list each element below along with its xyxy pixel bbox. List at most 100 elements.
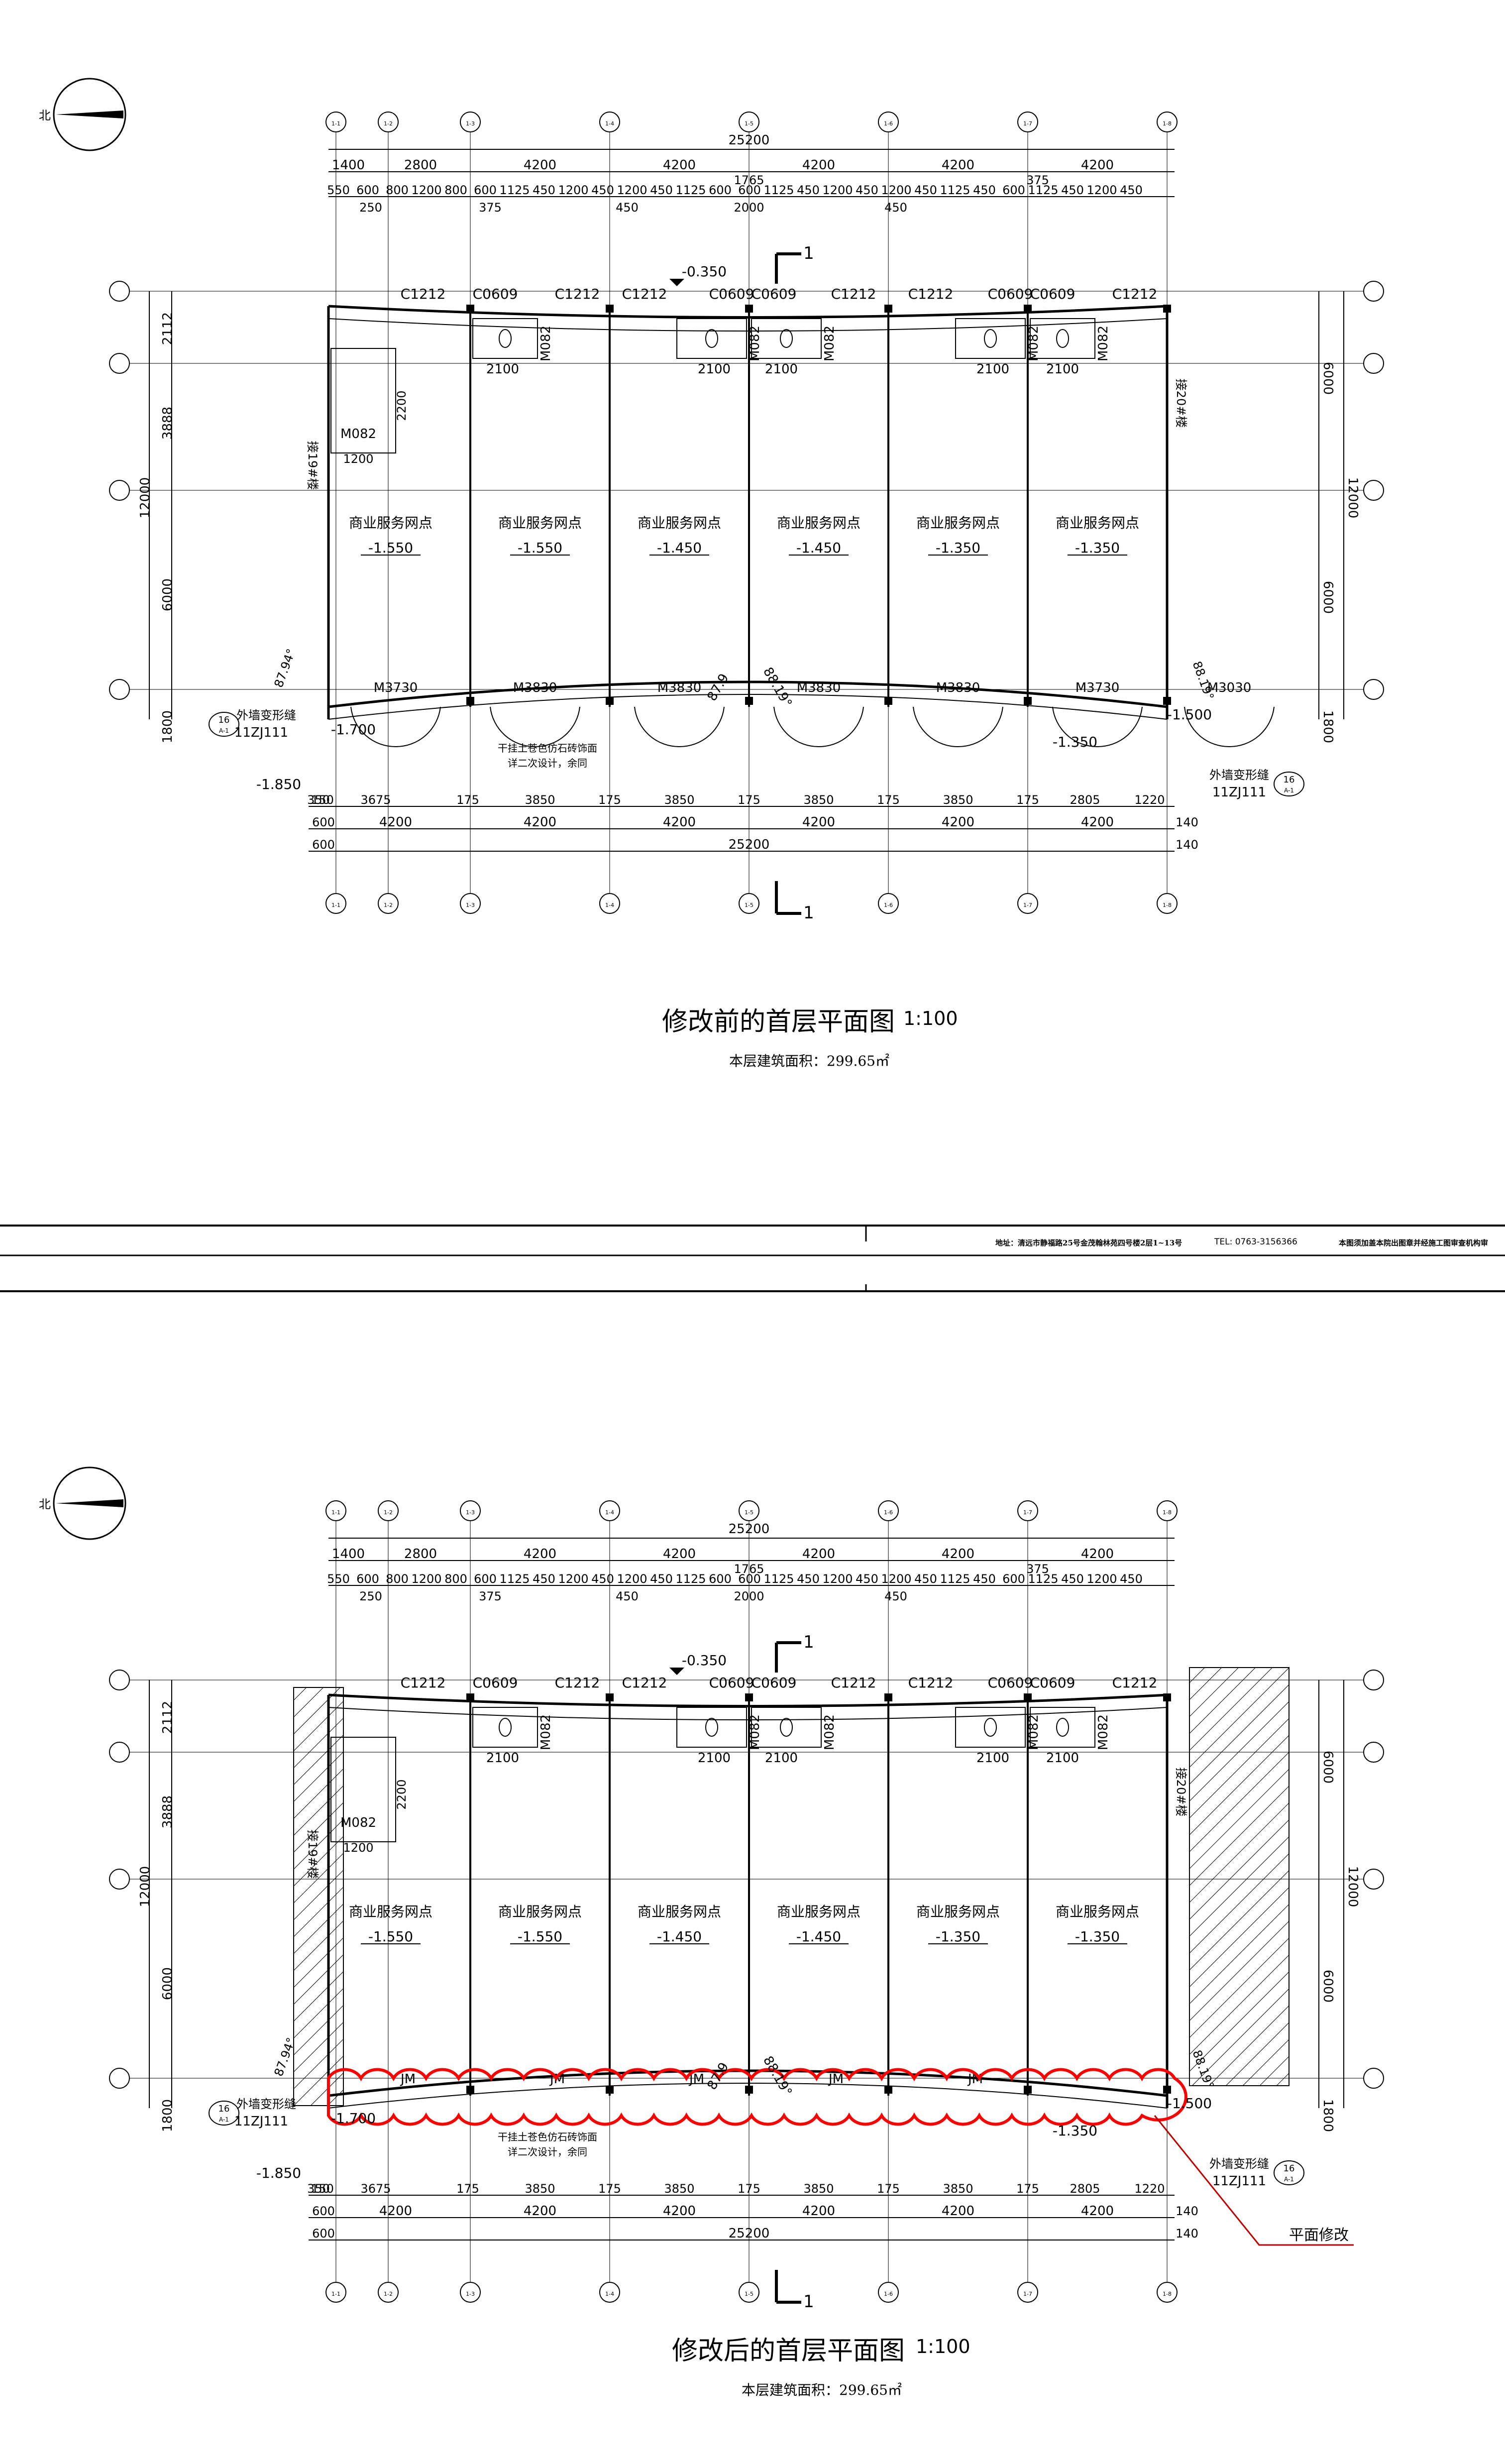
toilet-fixture bbox=[705, 329, 718, 348]
dim-row2: 1200 bbox=[1086, 183, 1117, 197]
dim-row2: 1200 bbox=[822, 1572, 853, 1586]
room-elev: -1.450 bbox=[657, 1928, 702, 1945]
inner-dim: 2100 bbox=[765, 1751, 798, 1766]
bottom-dim-row2: 4200 bbox=[942, 815, 974, 830]
dim-row2: 1125 bbox=[499, 183, 530, 197]
toilet-room bbox=[676, 1707, 747, 1748]
inner-dim: 2100 bbox=[976, 362, 1009, 377]
window-label: C1212 bbox=[401, 286, 446, 302]
dim-row2: 600 bbox=[356, 183, 379, 197]
window-label: C1212 bbox=[622, 1675, 667, 1691]
inner-dim: 1200 bbox=[343, 1841, 373, 1855]
door-small-label: M082 bbox=[1026, 1714, 1041, 1750]
dim-row2: 1200 bbox=[558, 1572, 588, 1586]
column bbox=[745, 2086, 753, 2094]
door-swing bbox=[1184, 706, 1275, 748]
axis-label: 1-5 bbox=[745, 120, 753, 127]
window-label: C1212 bbox=[1112, 286, 1158, 302]
axis-bubble-side bbox=[109, 353, 130, 374]
toilet-fixture bbox=[780, 329, 793, 348]
axis-bubble-side bbox=[109, 281, 130, 302]
detail-sheet: A-1 bbox=[1284, 787, 1294, 794]
bottom-dim-row2: 4200 bbox=[1081, 2204, 1114, 2219]
axis-label: 1-6 bbox=[884, 120, 893, 127]
room-name: 商业服务网点 bbox=[498, 1904, 582, 1920]
window-label: C0609 bbox=[1030, 1675, 1075, 1691]
window-label: C0609 bbox=[1030, 286, 1075, 302]
dim-row2: 450 bbox=[1061, 183, 1084, 197]
bottom-dim-row1: 3850 bbox=[664, 2182, 694, 2196]
left-dim: 3888 bbox=[160, 407, 175, 440]
detail-num: 16 bbox=[218, 2104, 230, 2114]
bottom-dim-row1: 150 bbox=[311, 793, 334, 807]
dim-row1: 4200 bbox=[524, 1547, 556, 1562]
dim-row2: 450 bbox=[1120, 1572, 1143, 1586]
axis-bubble-side bbox=[109, 679, 130, 700]
room-name: 商业服务网点 bbox=[777, 515, 860, 531]
dim-misc: 375 bbox=[479, 201, 502, 215]
room-name: 商业服务网点 bbox=[498, 515, 582, 531]
axis-label: 1-3 bbox=[466, 120, 475, 127]
elev-bottom: -1.850 bbox=[256, 776, 301, 792]
door-swing bbox=[1052, 706, 1143, 748]
window-label: C1212 bbox=[908, 286, 954, 302]
elev-bottom: -1.350 bbox=[1053, 734, 1097, 750]
room-elev: -1.350 bbox=[936, 540, 980, 556]
inner-dim: 1200 bbox=[343, 452, 373, 466]
column bbox=[1024, 305, 1032, 313]
column bbox=[884, 1693, 892, 1701]
door-small-label: M082 bbox=[1096, 326, 1111, 361]
front-door-label: M3730 bbox=[374, 680, 418, 695]
door-small-label: M082 bbox=[748, 1714, 762, 1750]
dim-row2: 450 bbox=[533, 183, 555, 197]
angle-label: 88.19° bbox=[760, 2054, 795, 2099]
dim-row2: 450 bbox=[1061, 1572, 1084, 1586]
room-elev: -1.550 bbox=[368, 540, 413, 556]
door-small-label: M082 bbox=[538, 1714, 553, 1750]
inner-dim: 2100 bbox=[698, 1751, 731, 1766]
axis-bubble-side bbox=[1363, 1670, 1384, 1690]
bottom-dim-row2: 4200 bbox=[524, 815, 556, 830]
dim-row2: 1200 bbox=[881, 183, 911, 197]
elev-bottom: -1.700 bbox=[331, 2110, 376, 2127]
room-elev: -1.550 bbox=[518, 540, 562, 556]
stone-note: 详二次设计，余同 bbox=[508, 2146, 587, 2158]
column bbox=[1024, 2086, 1032, 2094]
joint-note: 外墙变形缝 bbox=[236, 2097, 296, 2111]
room-name: 商业服务网点 bbox=[916, 515, 1000, 531]
elev-bottom: -1.850 bbox=[256, 2165, 301, 2181]
dim-row2: 600 bbox=[1002, 1572, 1025, 1586]
revision-cloud bbox=[327, 2068, 1187, 2126]
left-dim: 3888 bbox=[160, 1795, 175, 1828]
dim-row2: 600 bbox=[738, 183, 761, 197]
room-name: 商业服务网点 bbox=[1056, 515, 1139, 531]
detail-num: 16 bbox=[1284, 775, 1295, 785]
room-elev: -1.450 bbox=[657, 540, 702, 556]
elev-bottom: -1.350 bbox=[1053, 2123, 1097, 2139]
axis-label: 1-4 bbox=[605, 1509, 614, 1516]
detail-sheet: A-1 bbox=[219, 727, 229, 734]
door-small-label: M082 bbox=[822, 1714, 837, 1750]
right-dim: 6000 bbox=[1320, 1970, 1335, 2003]
inner-dim: 2100 bbox=[765, 362, 798, 377]
axis-label: 1-8 bbox=[1163, 902, 1172, 908]
joint-note: 外墙变形缝 bbox=[236, 708, 296, 722]
dim-row2: 1200 bbox=[411, 183, 441, 197]
dim-row1: 4200 bbox=[1081, 158, 1114, 173]
dim-row2: 450 bbox=[591, 1572, 614, 1586]
axis-bubble-side bbox=[109, 480, 130, 501]
inner-dim: 2100 bbox=[976, 1751, 1009, 1766]
elev-bottom: -1.500 bbox=[1167, 706, 1212, 723]
top-plan-title: 修改前的首层平面图 bbox=[662, 1007, 895, 1037]
axis-bubble-side bbox=[109, 1869, 130, 1890]
column bbox=[884, 305, 892, 313]
dim-row2: 1125 bbox=[940, 183, 970, 197]
bottom-dim-row1: 175 bbox=[1016, 2182, 1039, 2196]
right-dim: 12000 bbox=[1345, 1866, 1360, 1907]
bottom-side-dim: 600 bbox=[312, 815, 335, 829]
axis-bubble-side bbox=[1363, 281, 1384, 302]
axis-label: 1-2 bbox=[384, 902, 393, 908]
toilet-room bbox=[751, 1707, 822, 1748]
bottom-dim-row1: 175 bbox=[598, 2182, 621, 2196]
axis-bubble-side bbox=[1363, 480, 1384, 501]
